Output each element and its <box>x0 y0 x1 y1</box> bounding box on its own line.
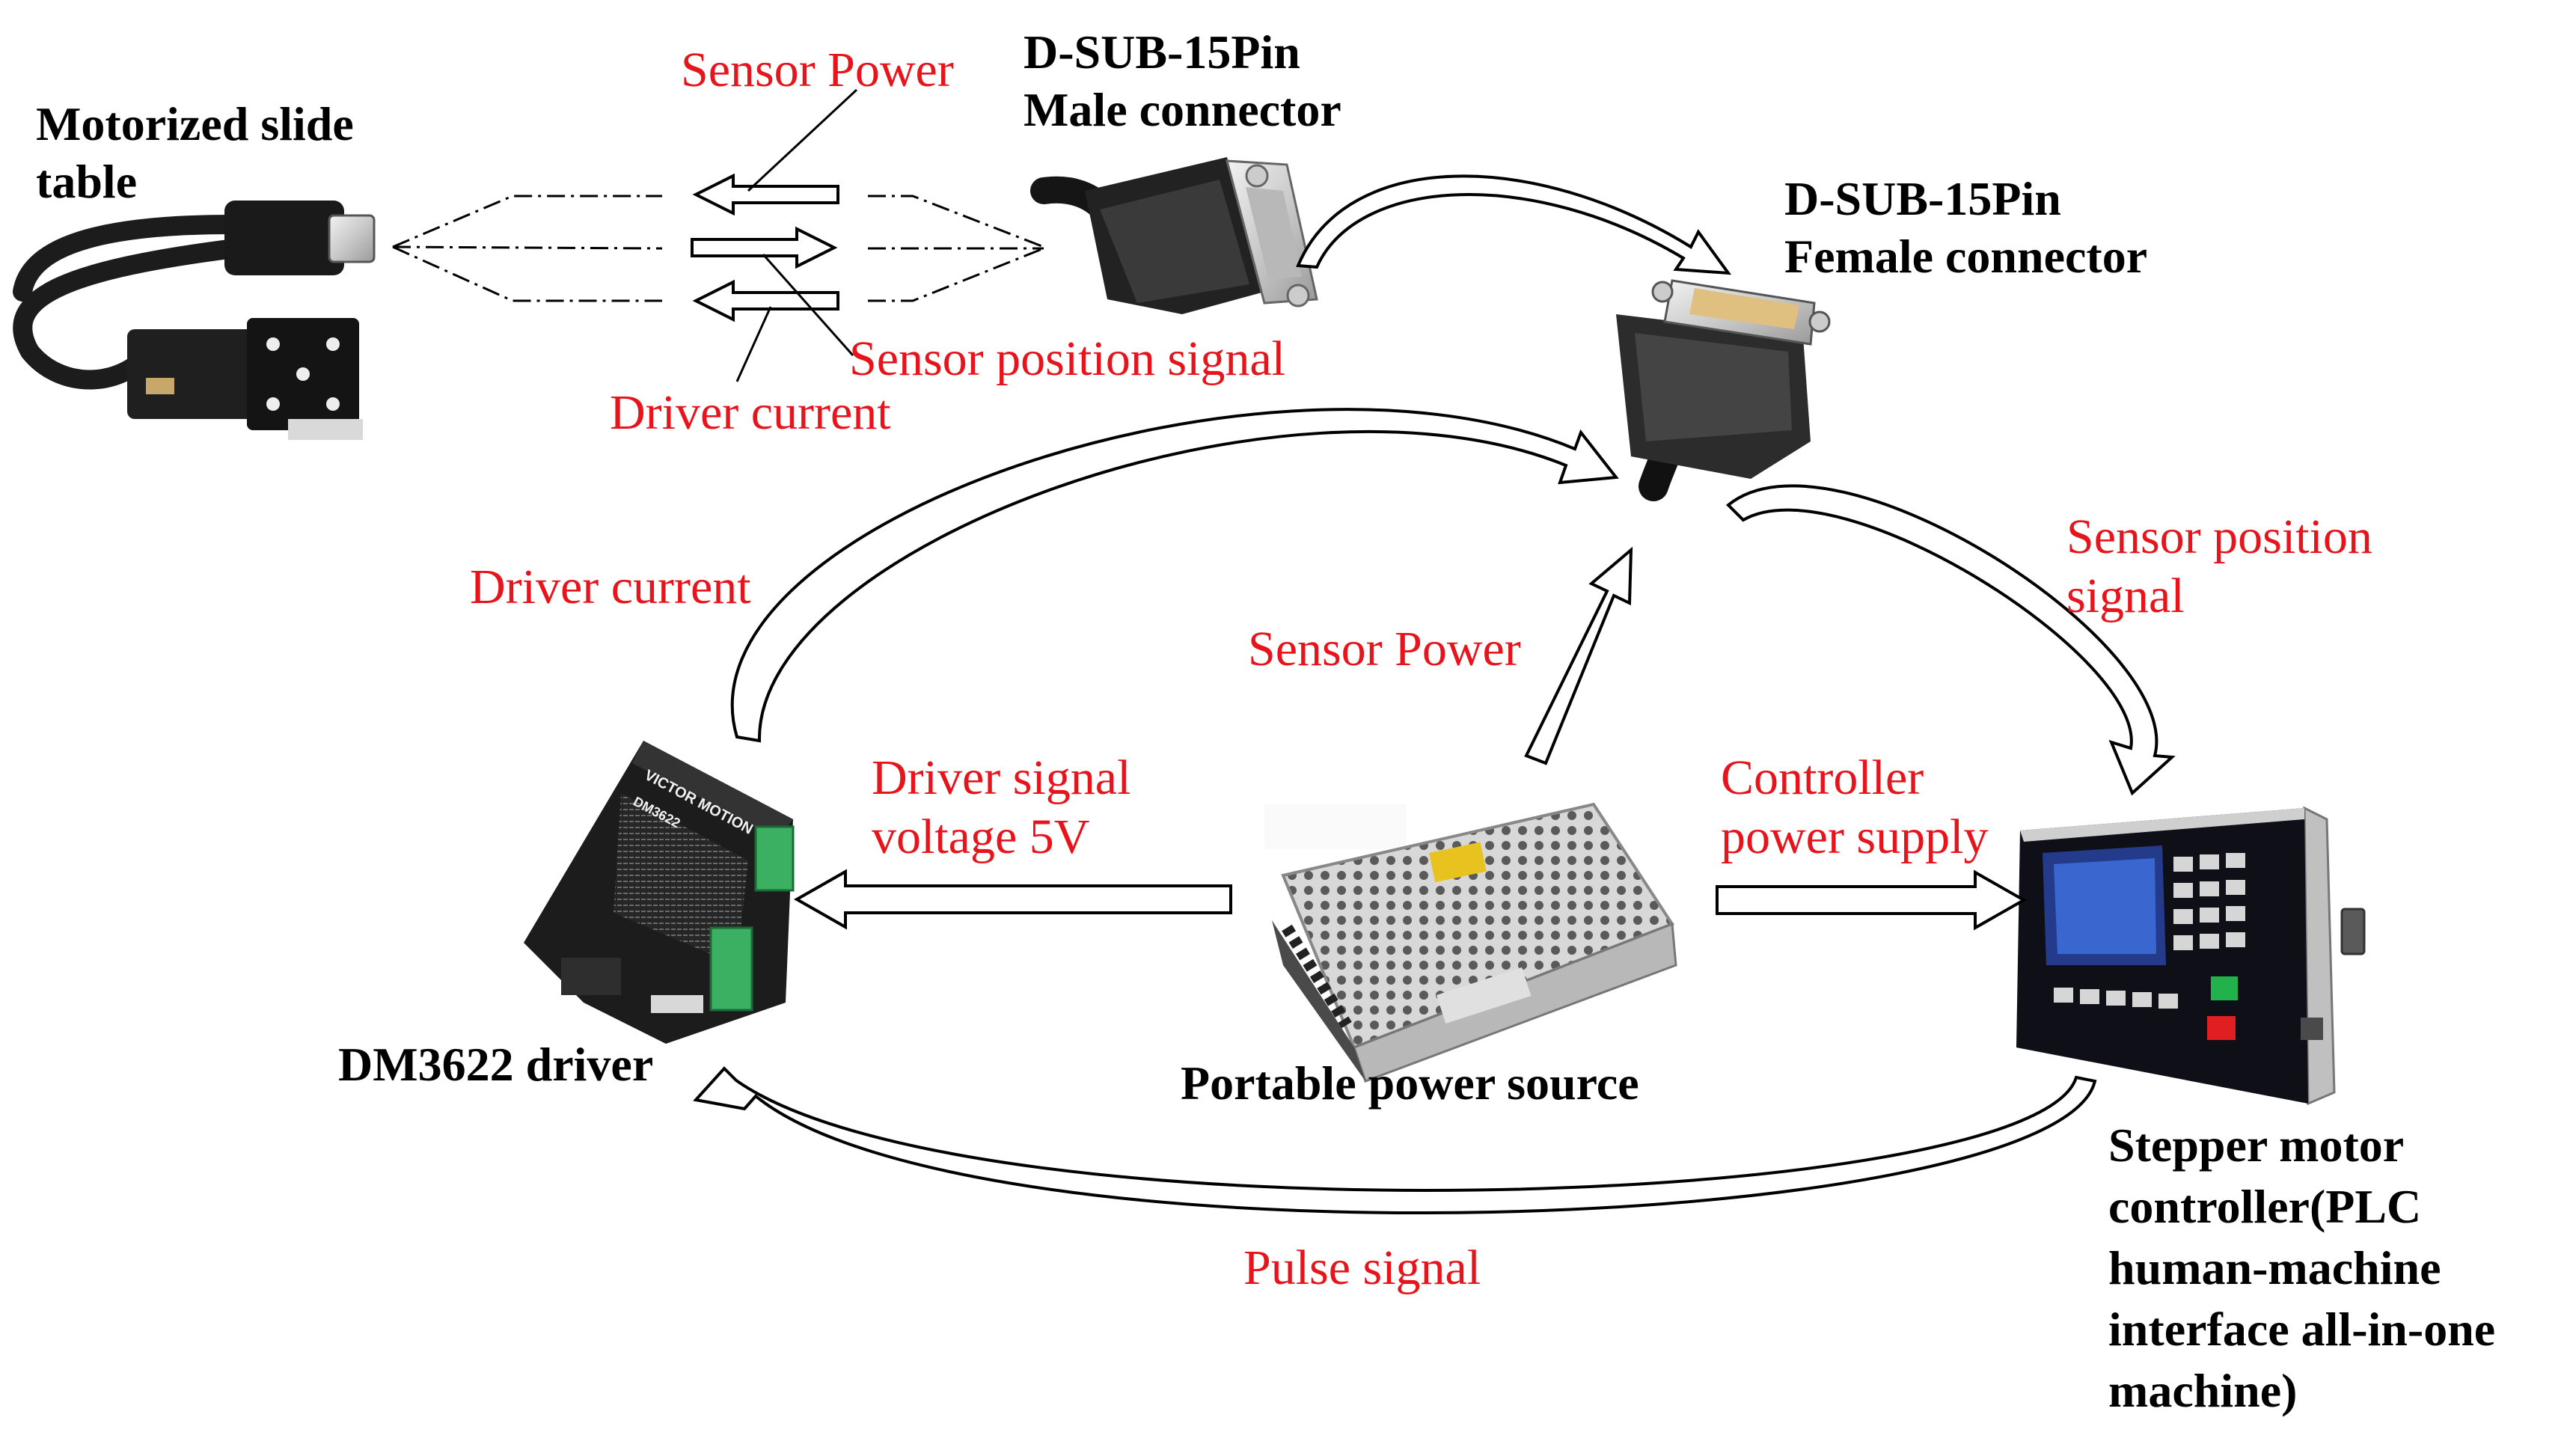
power-source-label: Portable power source <box>1181 1056 1639 1110</box>
controller-label-line2: controller(PLC <box>2108 1179 2422 1233</box>
dsub-male-connector-image <box>1030 157 1318 314</box>
slide-table-label-line1: Motorized slide <box>36 97 354 150</box>
female-connector-label: D-SUB-15Pin Female connector <box>1784 171 2147 286</box>
female-connector-label-line2: Female connector <box>1784 229 2148 283</box>
controller-supply-line2: power supply <box>1721 810 1989 865</box>
driver-current-left-label: Driver current <box>470 560 751 614</box>
sensor-power-top-label: Sensor Power <box>681 43 954 97</box>
sensor-position-arrow-right <box>691 226 838 269</box>
slide-table-label: Motorized slide table <box>36 96 354 211</box>
driver-signal-line2: voltage 5V <box>872 810 1090 865</box>
controller-label-line5: machine) <box>2108 1363 2298 1417</box>
sensor-position-curve <box>1726 484 2176 796</box>
plc-hmi-controller-image <box>2016 806 2366 1106</box>
slide-table-label-line2: table <box>36 154 138 208</box>
sensor-power-center-label: Sensor Power <box>1248 622 1521 676</box>
sensor-position-right-line2: signal <box>2066 569 2185 624</box>
controller-label-line1: Stepper motor <box>2108 1119 2405 1172</box>
top-wire-arrows <box>691 173 839 322</box>
curved-arrows <box>693 174 2176 1215</box>
sensor-power-arrow-left <box>692 173 839 216</box>
dsub-female-connector-image <box>1616 279 1831 501</box>
sensor-position-right-line1: Sensor position <box>2066 510 2372 564</box>
male-to-female-curve <box>1296 174 1732 275</box>
driver-current-top-label: Driver current <box>610 385 891 440</box>
driver-signal-line1: Driver signal <box>872 750 1131 805</box>
switching-power-supply-image <box>1264 802 1677 1083</box>
stepper-driver-image <box>524 741 795 1044</box>
pulse-signal-label: Pulse signal <box>1243 1241 1481 1295</box>
driver-signal-arrow <box>793 869 1232 930</box>
cable-bundle-lines <box>392 195 1044 302</box>
driver-signal-label: Driver signal voltage 5V <box>872 748 1130 866</box>
driver-label: DM3622 driver <box>338 1038 654 1091</box>
pulse-signal-curve <box>693 1066 2097 1215</box>
male-connector-label-line2: Male connector <box>1024 82 1341 136</box>
female-connector-label-line1: D-SUB-15Pin <box>1784 172 2061 225</box>
controller-label: Stepper motor controller(PLC human-machi… <box>2108 1115 2495 1422</box>
sensor-position-top-label: Sensor position signal <box>849 331 1286 386</box>
controller-label-line3: human-machine <box>2108 1241 2441 1294</box>
motorized-slide-table-image <box>13 201 376 440</box>
male-connector-label: D-SUB-15Pin Male connector <box>1024 24 1341 139</box>
controller-supply-line1: Controller <box>1721 750 1924 805</box>
sensor-position-right-label: Sensor position signal <box>2066 507 2372 625</box>
driver-current-arrow-left <box>692 279 839 322</box>
male-connector-label-line1: D-SUB-15Pin <box>1024 25 1300 79</box>
controller-supply-arrow <box>1716 869 2028 931</box>
controller-supply-label: Controller power supply <box>1721 748 1988 866</box>
label-leader-lines <box>735 88 858 382</box>
sensor-power-up-arrow <box>1524 546 1633 765</box>
controller-label-line4: interface all-in-one <box>2108 1302 2496 1356</box>
power-arrows <box>793 546 2028 931</box>
driver-current-curve <box>730 408 1619 743</box>
